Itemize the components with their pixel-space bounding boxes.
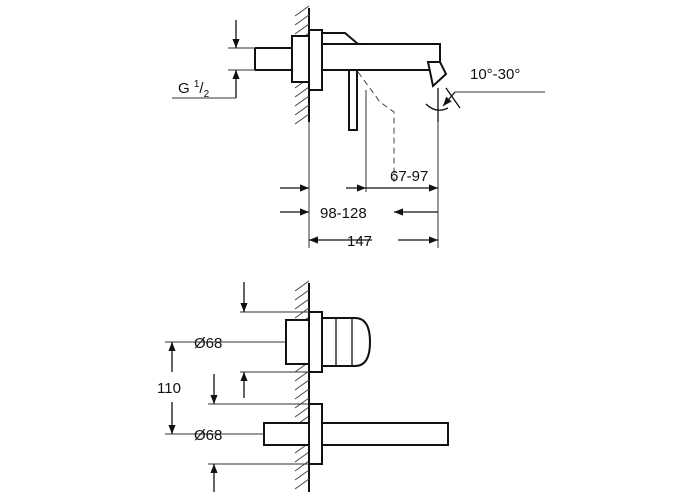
diameter-lower-dimension (208, 374, 309, 492)
spacing-label: 110 (157, 380, 181, 397)
thread-dimension (172, 20, 255, 99)
spout (321, 43, 448, 88)
thread-label: G 1/2 (178, 79, 210, 100)
front-view: Ø68 110 Ø68 (157, 280, 449, 492)
angle-label: 10°-30° (470, 66, 520, 83)
wall-hatch-line (294, 280, 310, 292)
wall-distance-dimension (280, 122, 438, 248)
total-length-label: 147 (347, 233, 372, 250)
lever-handle (321, 32, 361, 131)
wall-hatch-line (294, 460, 310, 472)
wall-bottom (294, 280, 310, 492)
wall-hatch-line (294, 370, 310, 382)
spout-front (263, 403, 449, 465)
wall-hatch-line (294, 451, 310, 463)
wall-hatch-line (294, 397, 310, 409)
diameter-lower-label: Ø68 (194, 427, 222, 444)
lever-swing-range (357, 71, 395, 182)
connection-pipe (254, 47, 292, 71)
diameter-upper-dimension (240, 282, 309, 398)
wall-hatch-line (294, 23, 310, 35)
wall-hatch-line (294, 95, 310, 107)
projection-dimension (346, 90, 439, 248)
angle-arc (425, 103, 449, 111)
wall-hatch-line (294, 104, 310, 116)
wall-hatch-line (294, 379, 310, 391)
wall-hatch-line (294, 298, 310, 310)
side-view: G 1/2 10°-30° 67-97 98-128 (172, 5, 545, 250)
wall-hatch-line (294, 5, 310, 17)
wall-distance-label: 98-128 (320, 205, 367, 222)
wall-hatch-line (294, 388, 310, 400)
angle-dimension (442, 91, 545, 107)
diameter-upper-label: Ø68 (194, 335, 222, 352)
wall-hatch-line (294, 478, 310, 490)
projection-label: 67-97 (390, 168, 428, 185)
spacing-dimension (165, 341, 286, 435)
wall-hatch-line (294, 289, 310, 301)
wall-hatch-line (294, 307, 310, 319)
wall-hatch-line (294, 469, 310, 481)
wall-hatch-line (294, 113, 310, 125)
wall-hatch-line (294, 406, 310, 418)
rosette-top (308, 29, 323, 91)
wall-hatch-line (294, 14, 310, 26)
wall-hatch-line (294, 86, 310, 98)
wall-flange-top (291, 35, 310, 83)
mixer-body (285, 311, 372, 373)
